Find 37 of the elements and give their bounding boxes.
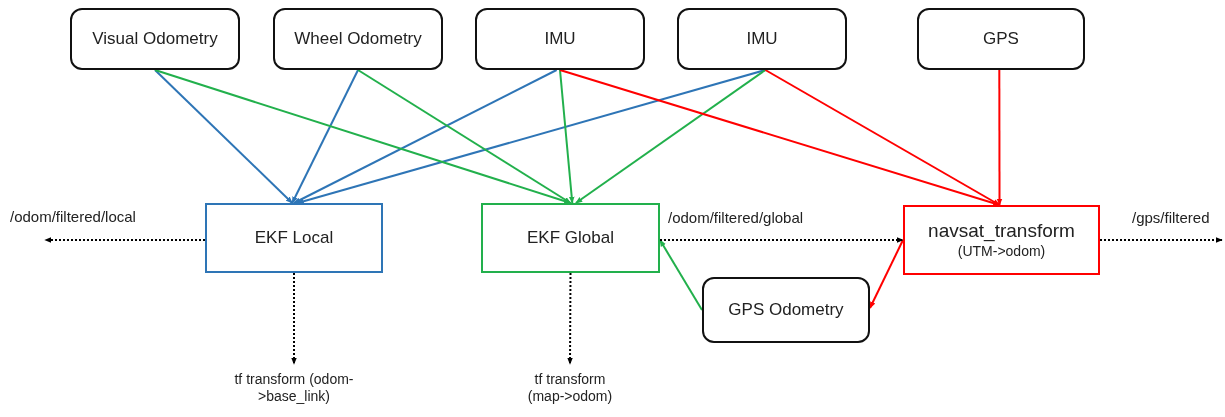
arrow	[869, 239, 904, 309]
dotted-arrow	[291, 272, 297, 365]
arrow	[764, 69, 1001, 206]
source-box	[475, 8, 645, 70]
arrow	[659, 239, 703, 311]
source-box	[70, 8, 240, 70]
process-box	[481, 203, 660, 273]
node-label: EKF Global	[526, 227, 615, 249]
source-box	[702, 277, 870, 343]
process-box	[205, 203, 383, 273]
edge-label: /gps/filtered	[1130, 209, 1212, 226]
arrow	[357, 69, 572, 204]
node-label: tf transform (map->odom)	[526, 370, 614, 406]
node-label: tf transform (odom->base_link)	[233, 370, 355, 406]
edge-label: /odom/filtered/local	[8, 208, 138, 225]
node-label: Wheel Odometry	[293, 28, 423, 50]
node-label: EKF Local	[253, 227, 335, 249]
edge-label: /odom/filtered/global	[666, 209, 806, 226]
node-label: IMU	[543, 28, 577, 50]
source-box	[677, 8, 847, 70]
arrow	[291, 69, 359, 204]
node-sublabel: (UTM->odom)	[956, 243, 1047, 261]
arrow	[154, 69, 294, 204]
arrow	[293, 69, 558, 204]
process-box	[903, 205, 1100, 275]
arrow	[996, 69, 1003, 206]
source-box	[917, 8, 1085, 70]
node-label: IMU	[745, 28, 779, 50]
dotted-arrow	[44, 237, 206, 243]
arrow	[559, 69, 575, 204]
node-label: GPS Odometry	[727, 299, 845, 321]
node-label: Visual Odometry	[91, 28, 219, 50]
node-label: GPS	[982, 28, 1020, 50]
source-box	[273, 8, 443, 70]
dotted-arrow	[567, 272, 573, 365]
arrow	[574, 69, 767, 204]
node-label: navsat_transform	[927, 219, 1076, 244]
